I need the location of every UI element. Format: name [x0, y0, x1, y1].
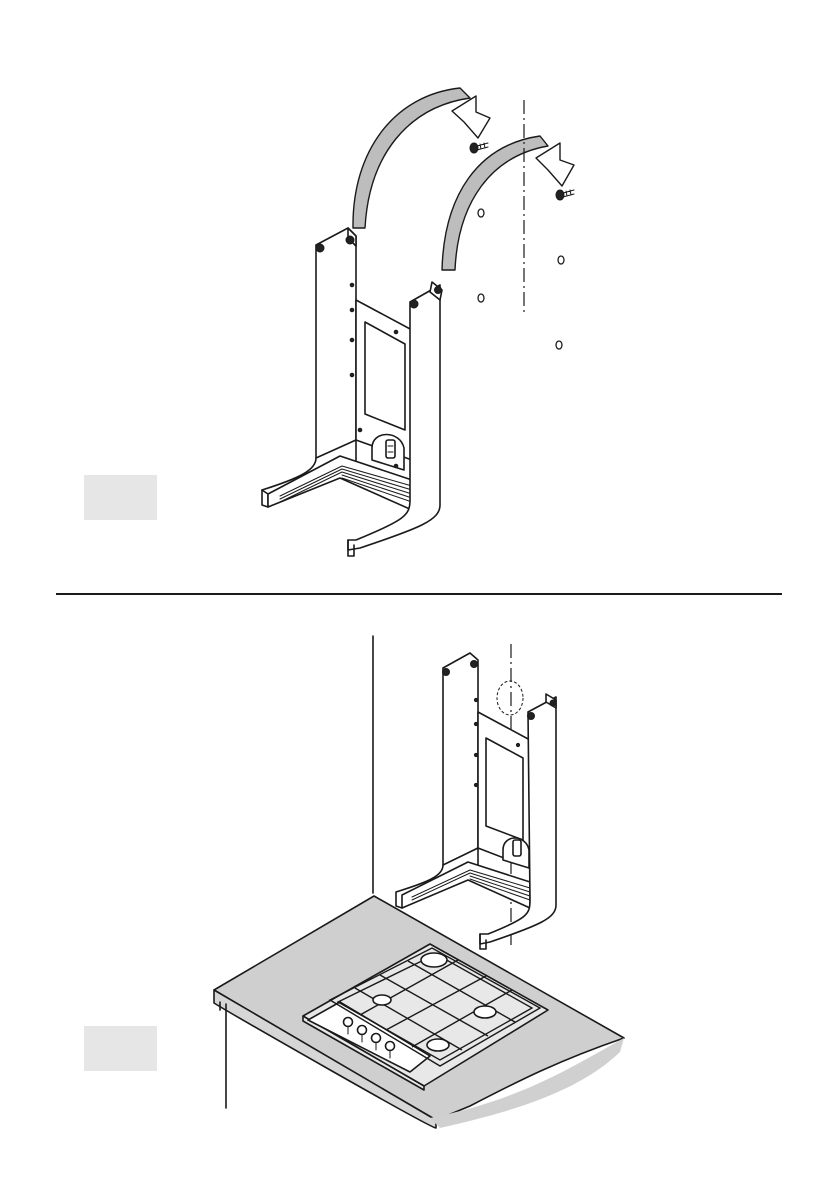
hood-outlet-marker	[497, 681, 523, 715]
bracket-frame	[396, 653, 556, 949]
step-2-illustration	[214, 636, 624, 1128]
rotate-arrow-icon	[442, 136, 574, 270]
screw-icon	[470, 143, 488, 153]
wall-holes	[478, 209, 564, 349]
screw-icon	[556, 190, 574, 200]
step-1-illustration	[262, 88, 574, 556]
bracket-frame	[262, 228, 442, 556]
